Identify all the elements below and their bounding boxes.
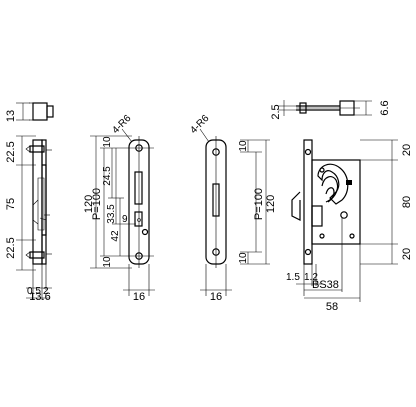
- dim-strike-overall: 120: [83, 195, 95, 213]
- strike-vertical-dims: [90, 135, 136, 269]
- dim-strike-seg-b: 33.5: [106, 204, 117, 224]
- dim-body-face-a: 1.5: [286, 272, 300, 283]
- dim-body-depth: 58: [326, 301, 338, 313]
- dim-side-lower: 22.5: [5, 237, 17, 258]
- dim-side-edge-b: 2: [43, 286, 49, 297]
- dim-body-top: 20: [401, 144, 413, 156]
- side-top-stub: [16, 102, 54, 121]
- plate-width-dim: [200, 264, 232, 296]
- dim-strike-corner: 4-R6: [110, 113, 133, 136]
- top-dims: [278, 100, 372, 116]
- dim-side-depth: 13.6: [29, 291, 50, 303]
- front-plate-view: 4-R6 120 P=100 10 10 16: [188, 113, 277, 303]
- dim-strike-hole-off: 9: [122, 214, 128, 225]
- plate-vertical-dims: [240, 139, 270, 265]
- dim-top-height: 6.6: [379, 100, 391, 115]
- dim-strike-pitch: P=100: [91, 188, 103, 220]
- dim-plate-overall: 120: [265, 195, 277, 213]
- side-vertical-dims: [16, 135, 36, 271]
- dim-side-top-stub: 13: [5, 110, 17, 122]
- dim-strike-top-margin: 10: [102, 136, 113, 148]
- dim-plate-bot-margin: 10: [238, 252, 249, 264]
- side-body: [25, 139, 52, 265]
- dim-side-upper: 22.5: [5, 141, 17, 162]
- side-view: 13 22.5 75 22.5: [5, 102, 54, 303]
- dim-side-edge-a: 0.5: [27, 286, 41, 297]
- dim-strike-seg-c: 42: [110, 230, 121, 242]
- dim-strike-bot-margin: 10: [102, 256, 113, 268]
- dim-plate-pitch: P=100: [253, 188, 265, 220]
- dim-body-backset: BS38: [312, 279, 339, 291]
- body-view: 20 80 20 1.5 1.2 BS38 58: [286, 139, 413, 313]
- strike-plate: [124, 136, 154, 268]
- dim-top-thick: 2.5: [270, 104, 282, 119]
- body-bottom-dims: [296, 218, 361, 302]
- dim-body-bottom: 20: [401, 248, 413, 260]
- dim-plate-top-margin: 10: [238, 140, 249, 152]
- dim-side-middle: 75: [5, 198, 17, 210]
- dim-plate-corner: 4-R6: [188, 113, 211, 136]
- dim-body-middle: 80: [401, 196, 413, 208]
- dim-plate-width: 16: [210, 291, 222, 303]
- dim-strike-seg-a: 24.5: [102, 166, 113, 186]
- body-right-dims: [360, 139, 398, 265]
- strike-width-dim: [123, 264, 155, 296]
- dim-body-face-b: 1.2: [304, 272, 318, 283]
- side-bottom-dims: [26, 264, 52, 300]
- top-pin: [296, 100, 360, 116]
- front-plate: [205, 136, 227, 268]
- top-view: 2.5 6.6: [270, 100, 391, 120]
- lock-case: [291, 139, 361, 265]
- front-strike-view: 4-R6 120 P=100 10 24.5 33.5 42 9 10 16: [83, 113, 155, 303]
- dim-strike-width: 16: [133, 291, 145, 303]
